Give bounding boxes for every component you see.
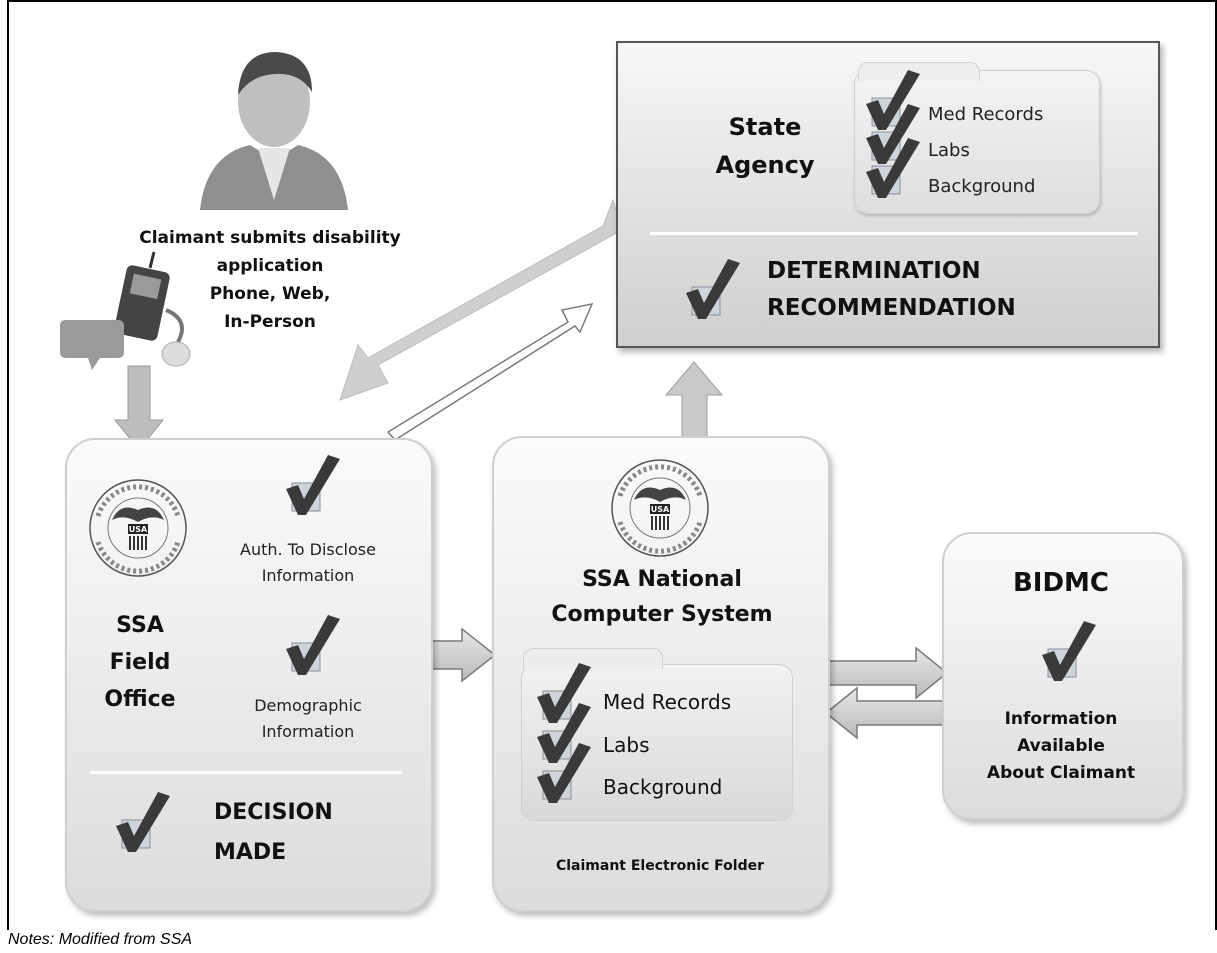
determination-line2: RECOMMENDATION: [767, 295, 1016, 321]
national-title-line1: SSA National: [582, 567, 742, 592]
arrow-national-to-state: [664, 361, 724, 441]
state-agency-title-line1: State: [728, 113, 802, 141]
determination-line1: DETERMINATION: [767, 258, 981, 284]
state-agency-folder-tab: [858, 62, 980, 81]
bidmc-info-line3: About Claimant: [986, 763, 1136, 783]
determination-check-icon: [685, 258, 741, 320]
speech-bubble-icon: [60, 320, 124, 370]
notes-text: Notes: Modified from SSA: [8, 931, 193, 948]
arrow-field-office-to-national: [429, 627, 497, 683]
national-item-labs: Labs: [603, 733, 650, 757]
field-office-title-line1: SSA: [116, 613, 164, 638]
arrow-bidmc-to-national: [824, 686, 944, 740]
arrow-state-to-field-office: [339, 198, 623, 401]
field-office-seal-icon: [90, 480, 186, 576]
national-title-line2: Computer System: [551, 602, 773, 627]
bidmc-info-line2: Available: [1017, 736, 1105, 756]
claimant-line2: application: [216, 256, 324, 276]
arrow-claimant-to-field-office: [113, 365, 165, 451]
person-icon: [200, 52, 348, 210]
bidmc-check-icon: [1041, 620, 1097, 682]
state-agency-item-background: Background: [928, 176, 1036, 197]
bidmc-panel: [942, 532, 1184, 820]
decision-check-icon: [115, 791, 171, 853]
auth-check-icon: [285, 454, 341, 516]
arrow-field-office-to-state: [386, 302, 594, 441]
state-agency-divider: [650, 232, 1138, 235]
bidmc-title: BIDMC: [1012, 568, 1110, 598]
national-item-med-records: Med Records: [603, 690, 732, 714]
arrow-national-to-bidmc: [828, 646, 949, 700]
demo-line2: Information: [261, 722, 355, 741]
field-office-divider: [90, 771, 402, 774]
bidmc-info-line1: Information: [1004, 709, 1118, 729]
auth-line2: Information: [261, 566, 355, 585]
state-agency-item-med-records: Med Records: [928, 104, 1044, 125]
auth-line1: Auth. To Disclose: [240, 540, 376, 559]
national-folder-tab: [523, 648, 663, 669]
national-seal-icon: [612, 460, 708, 556]
figure-frame: [7, 0, 1217, 930]
state-agency-item-labs: Labs: [928, 140, 970, 161]
field-office-title-line3: Office: [104, 687, 176, 712]
claimant-line4: In-Person: [224, 312, 316, 332]
demographic-check-icon: [285, 614, 341, 676]
national-folder-label: Claimant Electronic Folder: [555, 858, 765, 874]
phone-icon: [114, 251, 191, 367]
claimant-line3: Phone, Web,: [209, 284, 331, 304]
claimant-line1: Claimant submits disability: [139, 228, 401, 248]
field-office-title-line2: Field: [109, 650, 171, 675]
decision-line1: DECISION: [214, 800, 333, 825]
national-item-background: Background: [603, 775, 723, 799]
state-agency-title-line2: Agency: [715, 151, 815, 179]
demo-line1: Demographic: [254, 696, 362, 715]
decision-line2: MADE: [214, 840, 287, 865]
